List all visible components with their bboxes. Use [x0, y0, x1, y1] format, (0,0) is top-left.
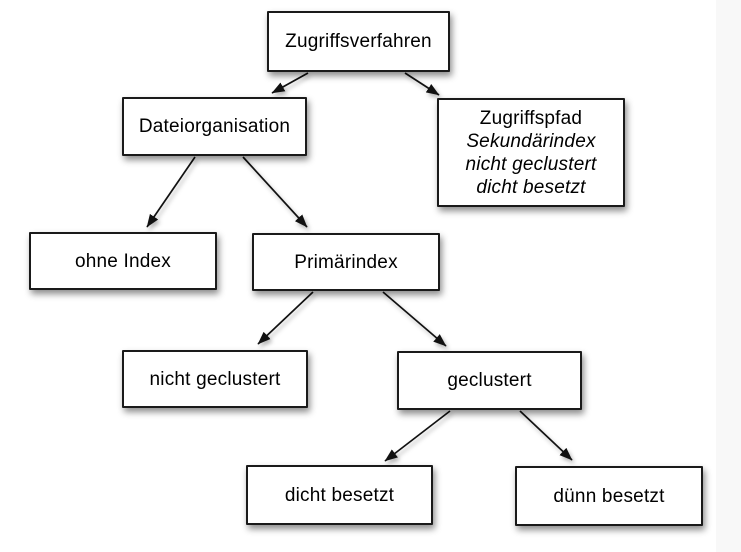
right-edge-strip: [716, 0, 741, 552]
node-label: ohne Index: [74, 250, 172, 272]
node-label: Zugriffsverfahren: [285, 31, 432, 52]
node-primaerindex: Primärindex: [252, 233, 440, 291]
node-dicht-besetzt: dicht besetzt: [246, 465, 433, 525]
node-zugriffsverfahren: Zugriffsverfahren: [267, 11, 450, 72]
edge-dateiorganisation-to-ohne-index: [146, 156, 196, 228]
edge-zugriffsverfahren-to-zugriffspfad: [404, 72, 440, 96]
node-label: Sekundärindex: [466, 130, 596, 152]
node-label: Primärindex: [294, 251, 398, 273]
node-label: dicht besetzt: [284, 484, 395, 506]
node-label: nicht geclustert: [149, 368, 281, 390]
node-label: dünn besetzt: [553, 485, 665, 507]
edge-zugriffsverfahren-to-dateiorganisation: [271, 72, 309, 94]
edge-dateiorganisation-to-primaerindex: [242, 156, 308, 228]
node-geclustert: geclustert: [397, 351, 582, 410]
node-duenn-besetzt: dünn besetzt: [515, 466, 703, 526]
node-dateiorganisation: Dateiorganisation: [122, 97, 307, 156]
node-label: Dateiorganisation: [138, 116, 291, 137]
node-label: geclustert: [447, 370, 532, 391]
node-label: nicht geclustert: [465, 153, 597, 175]
node-label: dicht besetzt: [476, 176, 586, 198]
edge-geclustert-to-dicht-besetzt: [384, 410, 451, 462]
node-nicht-geclustert: nicht geclustert: [122, 350, 308, 408]
edge-primaerindex-to-nicht-geclustert: [257, 291, 314, 345]
node-label: Zugriffspfad: [479, 107, 583, 129]
node-ohne-index: ohne Index: [29, 232, 217, 290]
edge-primaerindex-to-geclustert: [382, 291, 447, 347]
edge-geclustert-to-duenn-besetzt: [519, 410, 573, 461]
